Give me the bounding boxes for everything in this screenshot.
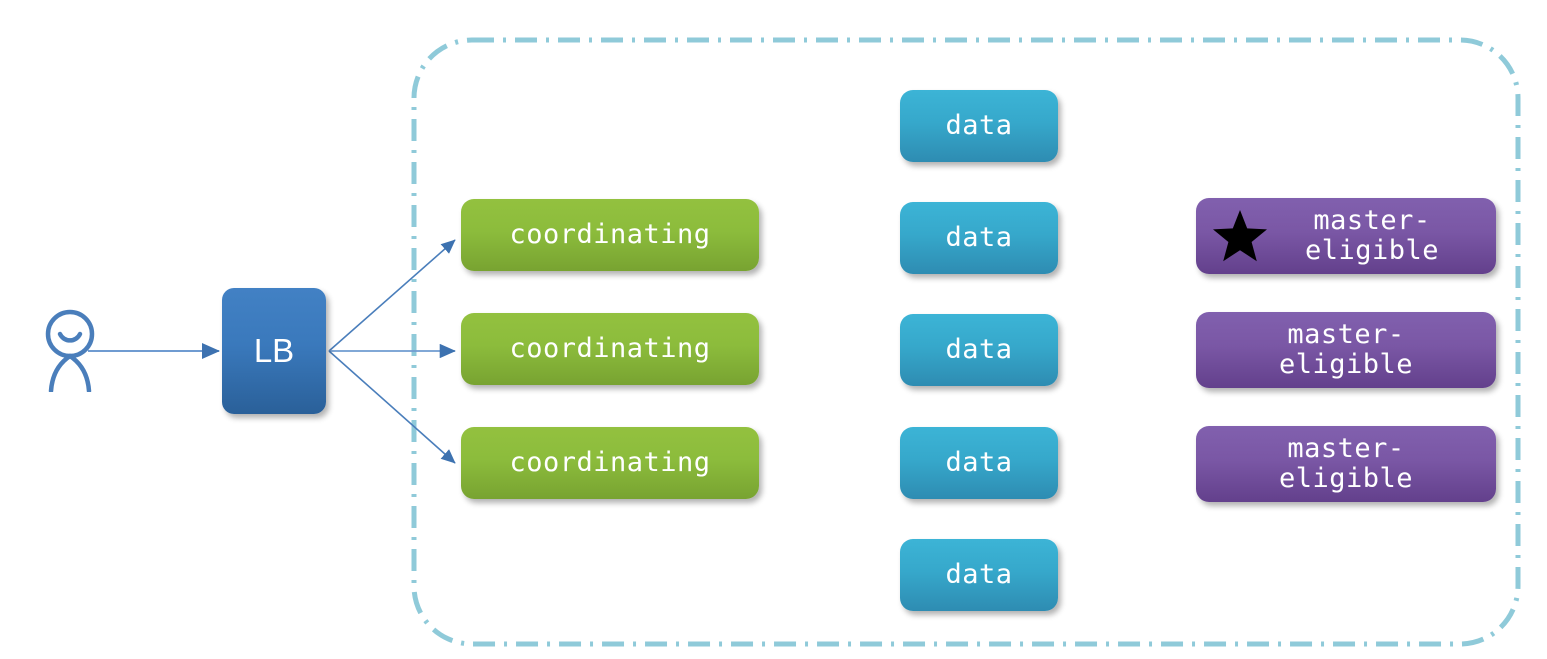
data-node-1-label: data [945,109,1013,141]
elected-master-star-icon [1213,210,1267,262]
coordinating-node-2[interactable]: coordinating [461,313,759,385]
data-node-1[interactable]: data [900,90,1058,162]
user-person-icon [45,309,95,392]
load-balancer-label: LB [253,332,295,369]
master-eligible-node-2-label: master- eligible [1278,318,1414,380]
coordinating-node-1-label: coordinating [509,218,711,250]
edge-lb-to-coordinating-3 [328,350,456,464]
master-eligible-node-3[interactable]: master- eligible [1196,426,1496,502]
data-node-3[interactable]: data [900,314,1058,386]
data-node-5-label: data [945,558,1013,590]
master-eligible-node-1-label: master- eligible [1304,204,1440,266]
data-node-2[interactable]: data [900,202,1058,274]
coordinating-node-1[interactable]: coordinating [461,199,759,271]
master-eligible-node-1[interactable]: master- eligible [1196,198,1496,274]
data-node-4-label: data [945,446,1013,478]
coordinating-node-3[interactable]: coordinating [461,427,759,499]
coordinating-node-3-label: coordinating [509,446,711,478]
edge-lb-to-coordinating-1 [328,239,456,352]
data-node-5[interactable]: data [900,539,1058,611]
data-node-4[interactable]: data [900,427,1058,499]
load-balancer-node[interactable]: LB [222,288,326,414]
master-eligible-node-3-label: master- eligible [1278,432,1414,494]
coordinating-node-2-label: coordinating [509,332,711,364]
data-node-2-label: data [945,221,1013,253]
master-eligible-node-2[interactable]: master- eligible [1196,312,1496,388]
data-node-3-label: data [945,333,1013,365]
